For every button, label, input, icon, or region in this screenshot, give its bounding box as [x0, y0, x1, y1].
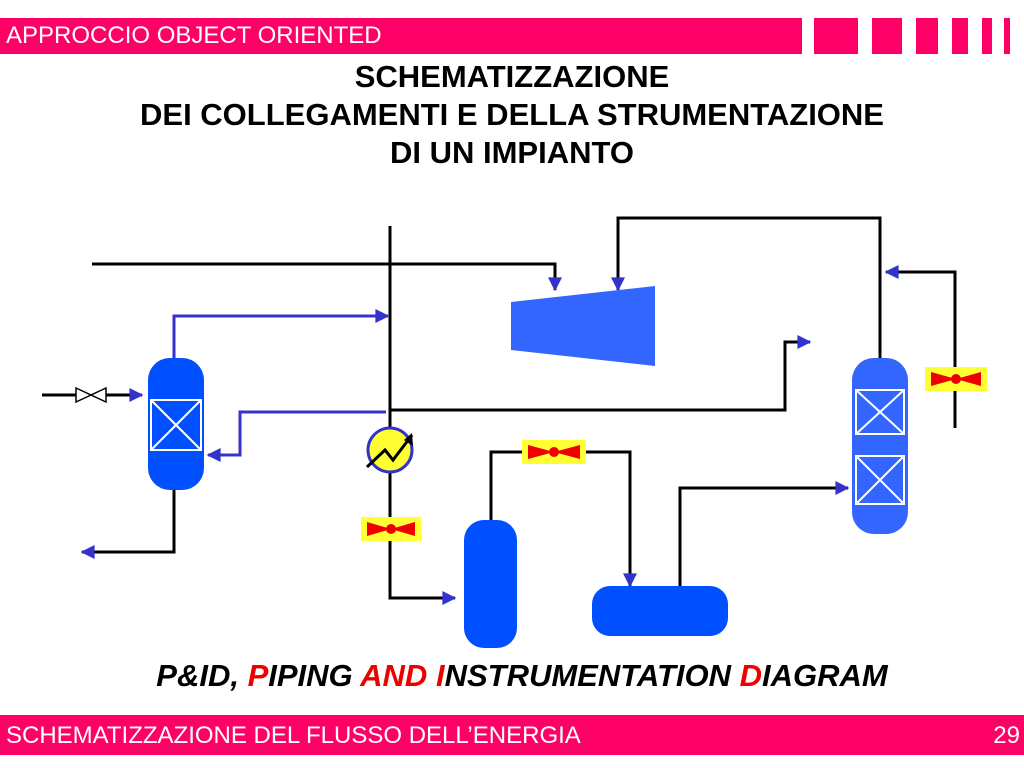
- drum-icon: [464, 520, 517, 648]
- column-left: [148, 358, 204, 490]
- caption-highlight-p: P: [247, 658, 269, 693]
- header-decoration-block: [952, 18, 968, 54]
- caption-part: NSTRUMENTATION: [444, 658, 740, 693]
- horizontal-vessel-icon: [592, 586, 728, 636]
- title-line-1: SCHEMATIZZAZIONE: [354, 59, 670, 94]
- pipe-column-top-to-compressor: [611, 216, 882, 358]
- caption-part: IPING: [268, 658, 361, 693]
- pipe-column-left-bottom-outlet: [80, 490, 176, 559]
- header-bar: APPROCCIO OBJECT ORIENTED: [0, 18, 802, 54]
- pipe-header-to-column-right: [390, 335, 812, 412]
- pipe-header-to-column-left: [206, 410, 386, 462]
- flow-meter-icon: [361, 517, 421, 541]
- slide-title: SCHEMATIZZAZIONE DEI COLLEGAMENTI E DELL…: [0, 58, 1024, 172]
- heat-exchanger-icon: [365, 426, 414, 474]
- caption-highlight-and: AND: [360, 658, 428, 693]
- page-number: 29: [993, 722, 1020, 749]
- pipe-column-left-top-to-header: [172, 309, 390, 358]
- black-piping: [42, 216, 957, 605]
- caption-highlight-i: I: [435, 658, 445, 693]
- flow-meter-icon: [522, 440, 586, 464]
- header-decoration-block: [872, 18, 902, 54]
- flow-meter-icon: [925, 367, 987, 391]
- column-right: [852, 358, 908, 534]
- header-decoration-block: [1004, 18, 1010, 54]
- footer-title: SCHEMATIZZAZIONE DEL FLUSSO DELL’ENERGIA: [6, 722, 581, 749]
- header-title: APPROCCIO OBJECT ORIENTED: [6, 22, 382, 49]
- pipe-exchanger-to-drum: [388, 470, 457, 605]
- title-line-3: DI UN IMPIANTO: [390, 135, 634, 170]
- pipe-feed-to-compressor: [92, 262, 562, 292]
- header-decoration-block: [814, 18, 858, 54]
- caption-highlight-d: D: [739, 658, 762, 693]
- header-decoration-block: [916, 18, 938, 54]
- pipe-vessel-to-column: [678, 481, 850, 590]
- caption-part: [427, 658, 436, 693]
- pid-caption: P&ID, PIPING AND INSTRUMENTATION DIAGRAM: [0, 656, 1024, 696]
- caption-part: P&ID,: [156, 658, 248, 693]
- valve-icon: [75, 386, 107, 404]
- footer-bar: SCHEMATIZZAZIONE DEL FLUSSO DELL’ENERGIA…: [0, 715, 1024, 755]
- compressor-icon: [511, 286, 655, 366]
- caption-part: IAGRAM: [762, 658, 888, 693]
- title-line-2: DEI COLLEGAMENTI E DELLA STRUMENTAZIONE: [140, 97, 884, 132]
- header-decoration-block: [982, 18, 992, 54]
- blue-piping: [172, 309, 390, 462]
